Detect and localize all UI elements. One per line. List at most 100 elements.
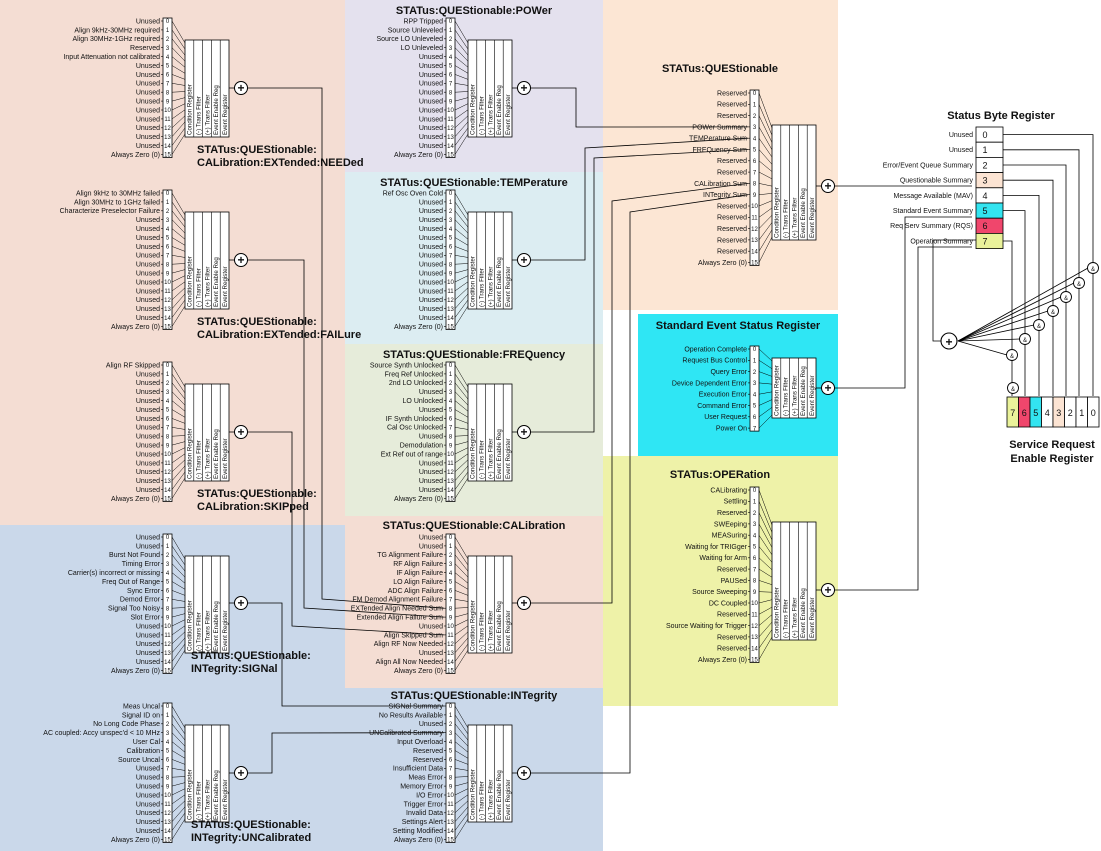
and-gate-symbol: &	[1037, 324, 1041, 330]
and-gate-symbol: &	[1077, 282, 1081, 288]
bit-number: 14	[447, 316, 454, 322]
status-byte-cell	[975, 187, 1004, 204]
bit-number: 2	[449, 209, 453, 215]
register-box	[184, 39, 230, 138]
bit-number: 11	[164, 461, 171, 467]
bit-number: 9	[449, 271, 453, 277]
and-to-or-wire	[957, 267, 1089, 342]
bit-label: RF Align Failure	[393, 561, 443, 568]
bit-label: Unused	[136, 125, 160, 132]
bit-number: 14	[164, 488, 171, 494]
bit-number: 9	[166, 784, 170, 790]
bit-label: Reserved	[717, 158, 747, 165]
status-byte-output-wire	[1003, 210, 1026, 334]
or-gate-symbol: +	[945, 335, 952, 349]
bit-label: Unused	[419, 460, 443, 467]
service-request-enable-cell	[1087, 396, 1100, 428]
bit-label: Unused	[136, 792, 160, 799]
register-title: Standard Event Status Register	[656, 320, 821, 332]
bit-column	[162, 17, 173, 158]
bit-label: Unused	[136, 315, 160, 322]
and-gate-symbol: &	[1023, 338, 1027, 344]
bit-label: TEMPerature Sum	[689, 136, 747, 143]
bit-label: Demodulation	[400, 443, 443, 450]
service-request-enable-bit: 5	[1033, 408, 1038, 418]
register-title: STATus:QUEStionable:	[197, 316, 317, 328]
register-column-label: (-) Trans Filter	[783, 377, 790, 416]
bit-label: Unused	[136, 434, 160, 441]
status-byte-bit-number: 6	[982, 221, 987, 231]
connector-wire	[530, 87, 749, 128]
bit-number: 10	[447, 793, 454, 799]
status-byte-bit-label: Questionable Summary	[900, 178, 974, 185]
register-power: Condition Register(-) Trans Filter(+) Tr…	[376, 17, 531, 159]
bit-label: Sync Error	[127, 588, 161, 595]
bit-number: 1	[166, 713, 170, 719]
register-column-label: Event Enable Reg	[213, 770, 220, 820]
status-byte-cell	[975, 172, 1004, 189]
register-column-label: Event Register	[809, 197, 816, 238]
register-column-label: Condition Register	[187, 600, 194, 651]
bit-number: 6	[166, 417, 170, 423]
bit-label: Unused	[419, 72, 443, 79]
bit-number: 10	[447, 108, 454, 114]
bit-label: Unused	[136, 262, 160, 269]
bit-label: ADC Align Failure	[388, 588, 443, 595]
register-column-label: (-) Trans Filter	[196, 612, 203, 651]
bit-label: Unused	[419, 199, 443, 206]
bit-label: Reserved	[130, 45, 160, 52]
bit-number: 0	[753, 347, 757, 353]
bit-number: 1	[753, 500, 757, 506]
bit-label: Unused	[419, 297, 443, 304]
bit-number: 11	[447, 289, 454, 295]
or-gate-symbol: +	[824, 179, 831, 193]
register-column-label: (-) Trans Filter	[783, 599, 790, 638]
bit-label: Operation Complete	[684, 346, 747, 353]
bit-label: Unused	[419, 81, 443, 88]
bit-number: 1	[753, 359, 757, 365]
bit-label: UNCalibrated Summary	[369, 730, 443, 737]
bit-number: 5	[449, 236, 453, 242]
and-to-or-wire	[957, 282, 1075, 342]
bit-label: Unused	[136, 72, 160, 79]
register-column-label: Event Enable Reg	[213, 429, 220, 479]
bit-label: Unused	[136, 253, 160, 260]
bit-number: 13	[447, 307, 454, 313]
status-byte-cell	[975, 141, 1004, 158]
bit-label: Align RF Skipped	[106, 362, 160, 369]
bit-column	[749, 345, 760, 432]
register-column-label: (-) Trans Filter	[196, 96, 203, 135]
bit-number: 14	[447, 488, 454, 494]
bit-label: Unused	[136, 226, 160, 233]
and-gate-icon	[1007, 382, 1019, 394]
bit-label: Unused	[419, 623, 443, 630]
bit-label: IF Align Failure	[396, 570, 443, 577]
register-title: STATus:QUEStionable:	[197, 144, 317, 156]
bit-label: Unused	[136, 107, 160, 114]
status-byte-output-wire	[1003, 179, 1054, 306]
register-column-label: Event Register	[222, 266, 229, 307]
bit-number: 6	[449, 417, 453, 423]
connector-wire	[530, 183, 749, 604]
bit-number: 13	[447, 479, 454, 485]
bit-number: 12	[751, 227, 758, 233]
status-byte-bit-number: 0	[982, 130, 987, 140]
register-column-label: Event Enable Reg	[496, 601, 503, 651]
bit-label: Unused	[419, 99, 443, 106]
connector-wire	[247, 732, 445, 774]
and-to-or-wire	[957, 296, 1062, 342]
register-column-label: Condition Register	[470, 256, 477, 307]
bit-number: 13	[164, 479, 171, 485]
bit-label: Extended Align Failure Sum	[357, 615, 444, 622]
and-to-or-wire	[957, 340, 1008, 356]
register-column-label: Condition Register	[774, 587, 781, 638]
register-column-label: (+) Trans Filter	[204, 95, 211, 135]
bit-label: Unused	[419, 54, 443, 61]
register-column-label: (+) Trans Filter	[487, 780, 494, 820]
register-title: INTegrity:UNCalibrated	[191, 832, 311, 844]
bit-label: Settings Alert	[402, 819, 443, 826]
bit-label: Unused	[136, 398, 160, 405]
service-request-enable-bit: 7	[1010, 408, 1015, 418]
status-byte-bit-number: 2	[982, 160, 987, 170]
